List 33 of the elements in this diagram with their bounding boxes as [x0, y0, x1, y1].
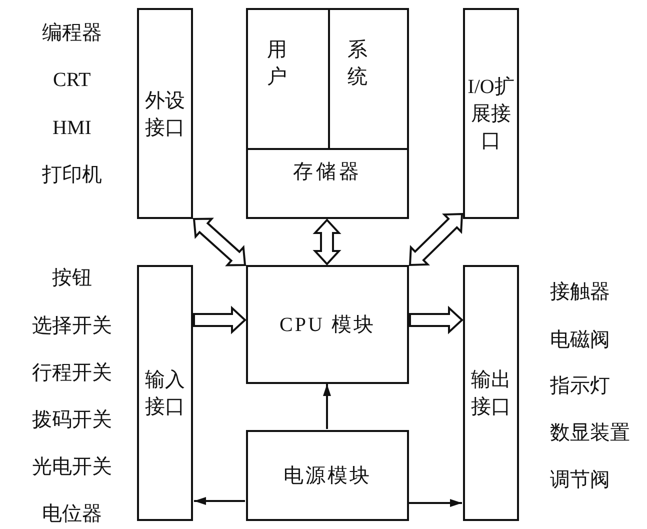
device-label: 光电开关: [32, 455, 112, 479]
device-label: 指示灯: [550, 374, 610, 398]
box-label: 存储器: [292, 160, 363, 185]
memory-section: 用户: [248, 10, 330, 150]
device-label: 电磁阀: [550, 328, 610, 352]
device-label: 调节阀: [550, 468, 610, 492]
device-label: 按钮: [52, 266, 92, 290]
interface-box: 外设接口: [137, 8, 193, 219]
device-label: CRT: [53, 68, 91, 92]
hollow-arrow: [409, 306, 464, 334]
hollow-arrow: [192, 218, 246, 266]
device-label: 数显装置: [550, 421, 630, 445]
hollow-arrow: [312, 218, 342, 266]
memory-box: [246, 8, 409, 219]
interface-box: I/O扩展接口: [463, 8, 519, 219]
device-label: 选择开关: [32, 314, 112, 338]
device-label: 打印机: [42, 163, 102, 187]
arrow: [194, 497, 245, 505]
hollow-arrow: [408, 212, 464, 266]
device-label: 编程器: [42, 21, 102, 45]
device-label: 电位器: [42, 502, 102, 526]
device-label: 接触器: [550, 280, 610, 304]
power-box: 电源模块: [246, 430, 409, 521]
hollow-arrow: [193, 306, 246, 334]
arrow: [409, 499, 462, 507]
memory-section: 系统: [330, 10, 407, 150]
interface-box: 输入接口: [137, 265, 193, 521]
device-label: 拨码开关: [32, 408, 112, 432]
interface-box: 输出接口: [463, 265, 519, 521]
device-label: 行程开关: [32, 361, 112, 385]
device-label: HMI: [52, 116, 92, 140]
cpu-box: CPU 模块: [246, 265, 409, 384]
arrow: [323, 384, 331, 429]
